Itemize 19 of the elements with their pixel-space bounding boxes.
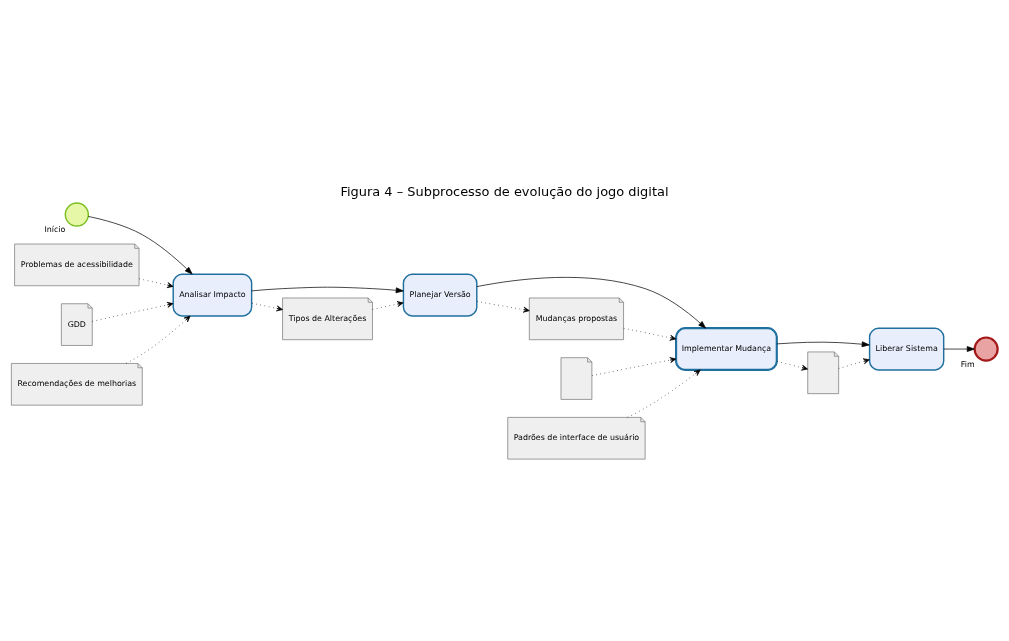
arrow [776,340,870,347]
arrow [88,215,193,274]
arrow [627,369,701,418]
arrow [251,302,283,311]
arrow [372,300,404,310]
arrow [92,301,174,322]
arrow [591,356,677,376]
arrow [943,345,975,352]
diagram-title: Figura 4 – Subprocesso de evolução do jogo digital [340,183,669,199]
arrow [476,276,707,328]
arrow [623,327,677,341]
node-circle [64,201,90,227]
node-circle [973,335,999,362]
arrow [776,360,808,371]
arrow [838,357,870,369]
arrow [251,286,404,293]
arrow [138,277,174,288]
arrow [476,300,530,313]
arrow [125,315,191,364]
